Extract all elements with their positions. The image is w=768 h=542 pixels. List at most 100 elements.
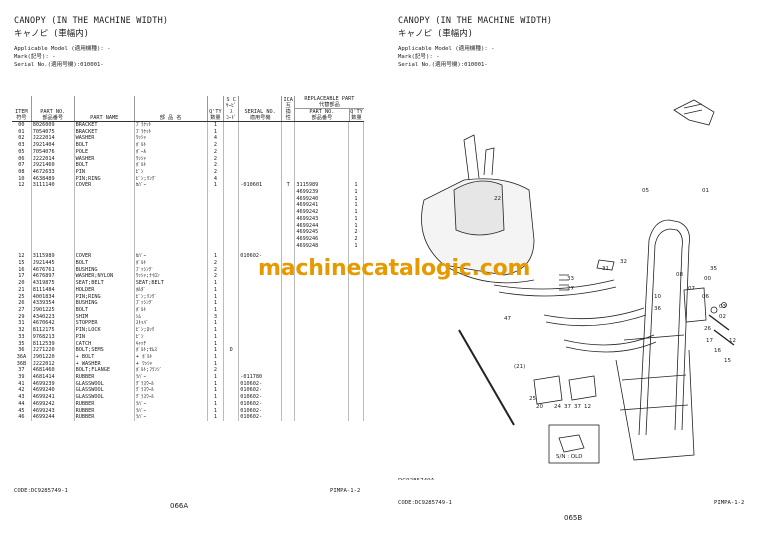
- cell-part-no: 4699240: [31, 387, 75, 395]
- cell-rp: [294, 286, 349, 294]
- right-page: CANOPY (IN THE MACHINE WIDTH) キャノピ (車幅内)…: [384, 0, 768, 542]
- cell-ica: [281, 155, 296, 163]
- cell-rp: [294, 280, 349, 287]
- cell-qty: 2: [207, 162, 225, 169]
- cell-ica: [281, 235, 296, 243]
- cell-jp: ﾋﾟﾝ;ﾘﾝｸﾞ: [134, 293, 208, 301]
- cell-part-no: [31, 215, 75, 223]
- cell-item: 37: [12, 367, 32, 375]
- th-replaceable-sub: PART NO. 部品番号 Q'TY 数量: [295, 109, 363, 121]
- cell-qty: 1: [207, 380, 225, 388]
- cell-jp: ﾎﾟｰﾙ: [134, 148, 208, 156]
- cell-ica: [281, 260, 296, 267]
- cell-name: STOPPER: [74, 320, 135, 328]
- cell-rp: [294, 260, 349, 267]
- cell-part-no: 4340223: [31, 313, 75, 321]
- cell-sc: [223, 175, 240, 183]
- cell-jp: ｸﾞﾗｽｳｰﾙ: [134, 380, 208, 388]
- cell-sc: [223, 266, 240, 274]
- cell-sc: [223, 293, 240, 301]
- cell-part-no: 9768213: [31, 333, 75, 341]
- cell-name: PIN: [74, 168, 135, 176]
- cell-ica: [281, 273, 296, 281]
- cell-item: 36: [12, 347, 32, 354]
- cell-serial: [238, 215, 283, 223]
- cell-serial: 010602-: [238, 407, 283, 415]
- cell-rq: [348, 273, 365, 281]
- cell-sc: [223, 407, 240, 415]
- cell-ica: [281, 142, 296, 149]
- cell-rp: 4699248: [294, 242, 349, 250]
- cell-name: [74, 229, 135, 236]
- cell-ica: [281, 293, 296, 301]
- cell-rp: [294, 175, 349, 183]
- cell-qty: 1: [207, 340, 225, 348]
- cell-jp: + ﾜｯｼｬ: [134, 360, 208, 368]
- page-title-jp: キャノピ (車幅内): [14, 29, 89, 39]
- cell-part-no: [31, 195, 75, 203]
- row-gap: [12, 249, 365, 254]
- cell-rq: 2: [348, 229, 365, 236]
- cell-jp: ﾗﾊﾞｰ: [134, 407, 208, 415]
- cell-part-no: J222012: [31, 360, 75, 368]
- cell-qty: 1: [207, 360, 225, 368]
- cell-name: [74, 209, 135, 216]
- cell-qty: 1: [207, 327, 225, 334]
- cell-qty: 1: [207, 407, 225, 415]
- cell-serial: [238, 148, 283, 156]
- cell-rp: [294, 340, 349, 348]
- cell-name: RUBBER: [74, 414, 135, 421]
- cell-qty: [207, 229, 225, 236]
- th-qty: Q'TY 数量: [207, 96, 225, 122]
- cell-item: 25: [12, 293, 32, 301]
- cell-ica: [281, 280, 296, 287]
- cell-part-no: 4699239: [31, 380, 75, 388]
- cell-sc: [223, 353, 240, 361]
- cell-name: BOLT: [74, 306, 135, 314]
- cell-part-no: 4681460: [31, 367, 75, 375]
- code-label: CODE:DC9285749-1: [398, 500, 452, 506]
- cell-rq: [348, 142, 365, 149]
- cell-qty: 1: [207, 387, 225, 395]
- cell-sc: [223, 128, 240, 136]
- cell-item: 42: [12, 387, 32, 395]
- cell-ica: [281, 407, 296, 415]
- cell-part-no: J901220: [31, 353, 75, 361]
- belt-icon: [673, 99, 715, 126]
- cell-rp: [294, 266, 349, 274]
- cell-rq: 1: [348, 222, 365, 230]
- callout-17: 17: [706, 338, 713, 344]
- cell-qty: 1: [207, 353, 225, 361]
- cell-sc: [223, 253, 240, 261]
- cell-name: + BOLT: [74, 353, 135, 361]
- cell-ica: [281, 121, 296, 129]
- cell-serial: [238, 286, 283, 294]
- cell-ica: [281, 360, 296, 368]
- cell-rq: [348, 260, 365, 267]
- cell-rq: [348, 367, 365, 375]
- cell-sc: [223, 222, 240, 230]
- cell-item: [12, 215, 32, 223]
- cell-serial: -010601: [238, 182, 283, 190]
- cell-part-no: [31, 242, 75, 250]
- cell-name: RUBBER: [74, 400, 135, 408]
- cell-item: [12, 235, 32, 243]
- cell-jp: ﾌﾞｯｼﾝｸﾞ: [134, 300, 208, 307]
- cell-part-no: 4699244: [31, 414, 75, 421]
- cell-item: [12, 202, 32, 210]
- cell-name: GLASSWOOL: [74, 387, 135, 395]
- th-serial: SERIAL NO. 適用号機: [238, 96, 283, 122]
- cell-part-no: J921445: [31, 260, 75, 267]
- serial-no: Serial No.(適用号機):010001-: [398, 62, 488, 68]
- cell-serial: [238, 175, 283, 183]
- cell-qty: [207, 202, 225, 210]
- cell-ica: [281, 387, 296, 395]
- cell-jp: [134, 229, 208, 236]
- cell-ica: [281, 209, 296, 216]
